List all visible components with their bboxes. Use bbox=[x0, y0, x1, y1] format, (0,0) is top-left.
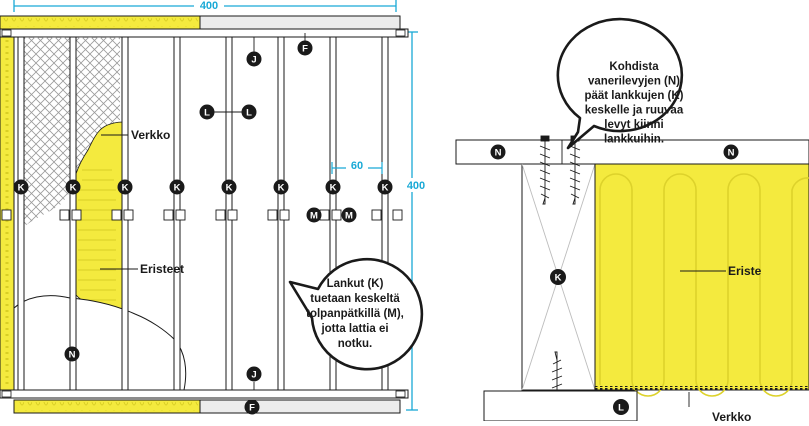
bottom-beam bbox=[0, 389, 409, 414]
blocking-piece bbox=[331, 209, 342, 221]
blocking-piece bbox=[1, 209, 12, 221]
marker-k-5: K bbox=[221, 179, 237, 195]
marker-k-label: K bbox=[122, 183, 129, 194]
svg-text:N: N bbox=[728, 148, 735, 159]
marker-k-6: K bbox=[273, 179, 289, 195]
marker-k-label: K bbox=[330, 183, 337, 194]
blocking-piece bbox=[392, 209, 403, 221]
blocking-piece bbox=[123, 209, 134, 221]
svg-text:L: L bbox=[246, 108, 252, 119]
label-eriste: Eriste bbox=[728, 264, 762, 278]
plan-bubble-line: Lankut (K) bbox=[327, 278, 384, 290]
marker-l-right: L bbox=[241, 104, 257, 120]
marker-k-7: K bbox=[325, 179, 341, 195]
top-dimension: 400 bbox=[13, 0, 397, 12]
marker-l-section: L bbox=[613, 399, 629, 415]
blocking-piece bbox=[371, 209, 382, 221]
mesh-dots bbox=[595, 386, 809, 390]
plan-bubble-line: tolpanpätkillä (M), bbox=[306, 308, 404, 320]
insulation-section bbox=[594, 163, 809, 391]
blocking-piece bbox=[163, 209, 174, 221]
marker-k-label: K bbox=[70, 183, 77, 194]
section-bubble-line: keskelle ja ruuvaa bbox=[585, 105, 684, 117]
marker-k-label: K bbox=[18, 183, 25, 194]
marker-m-left: M bbox=[306, 207, 322, 223]
blocking-piece bbox=[71, 209, 82, 221]
plan-bubble-line: notku. bbox=[338, 338, 373, 350]
section-bubble-line: levyt kiinni bbox=[604, 119, 663, 131]
svg-text:M: M bbox=[310, 211, 318, 222]
marker-l-left: L bbox=[199, 104, 215, 120]
blocking-piece bbox=[279, 209, 290, 221]
marker-m-right: M bbox=[341, 207, 357, 223]
marker-n-plan: N bbox=[64, 346, 80, 362]
marker-k-label: K bbox=[226, 183, 233, 194]
insulation-coils bbox=[78, 169, 116, 301]
marker-k-label: K bbox=[382, 183, 389, 194]
marker-k-3: K bbox=[117, 179, 133, 195]
joist-8 bbox=[381, 36, 389, 391]
svg-text:N: N bbox=[495, 148, 502, 159]
marker-k-2: K bbox=[65, 179, 81, 195]
dim-top-label: 400 bbox=[200, 0, 218, 12]
plywood-plank bbox=[455, 139, 809, 165]
marker-f-top: F bbox=[297, 40, 313, 56]
svg-text:L: L bbox=[204, 108, 210, 119]
spacing-label: 60 bbox=[351, 160, 363, 172]
dim-right-label: 400 bbox=[407, 180, 425, 192]
spacing-dimension: 60 bbox=[331, 159, 383, 174]
plywood-sheet bbox=[13, 295, 187, 391]
section-bubble-line: Kohdista bbox=[609, 61, 659, 73]
floor-plan: 400 400 bbox=[0, 0, 426, 415]
svg-text:L: L bbox=[618, 403, 624, 414]
top-beam bbox=[0, 15, 409, 38]
plan-bubble-line: tuetaan keskeltä bbox=[310, 293, 400, 305]
label-verkko-section: Verkko bbox=[712, 410, 751, 421]
marker-j-bottom: J bbox=[246, 366, 262, 382]
mesh-area bbox=[18, 37, 120, 232]
blocking-piece bbox=[227, 209, 238, 221]
plan-bubble-line: jotta lattia ei bbox=[320, 323, 388, 335]
label-eristeet: Eristeet bbox=[140, 262, 184, 276]
marker-k-4: K bbox=[169, 179, 185, 195]
svg-text:F: F bbox=[249, 403, 255, 414]
marker-k-label: K bbox=[278, 183, 285, 194]
marker-k-section: K bbox=[550, 269, 566, 285]
svg-text:J: J bbox=[251, 370, 256, 381]
blocking-piece bbox=[175, 209, 186, 221]
blocking-piece bbox=[267, 209, 278, 221]
svg-text:K: K bbox=[555, 273, 562, 284]
svg-text:N: N bbox=[69, 350, 76, 361]
cross-section: N N K Eriste bbox=[455, 17, 809, 424]
blocking-piece bbox=[111, 209, 122, 221]
svg-text:J: J bbox=[251, 55, 256, 66]
marker-f-bottom: F bbox=[244, 399, 260, 415]
blocking-piece bbox=[215, 209, 226, 221]
plan-bubble: Lankut (K) tuetaan keskeltä tolpanpätkillä… bbox=[288, 257, 424, 371]
label-verkko-plan: Verkko bbox=[131, 128, 170, 142]
section-bubble-line: päät lankkujen (K) bbox=[584, 90, 683, 102]
blocking-piece bbox=[59, 209, 70, 221]
svg-text:F: F bbox=[302, 44, 308, 55]
bottom-beam-section bbox=[483, 390, 638, 422]
marker-k-label: K bbox=[174, 183, 181, 194]
marker-k-8: K bbox=[377, 179, 393, 195]
marker-n-section-left: N bbox=[490, 144, 506, 160]
marker-k-1: K bbox=[13, 179, 29, 195]
marker-n-section-right: N bbox=[723, 144, 739, 160]
blocking-pieces bbox=[1, 209, 403, 221]
section-bubble-line: lankkuihin. bbox=[604, 134, 664, 146]
marker-j-top: J bbox=[246, 51, 262, 67]
section-bubble: Kohdista vanerilevyjen (N) päät lankkujen … bbox=[556, 17, 684, 150]
joist-1 bbox=[17, 36, 25, 391]
section-bubble-line: vanerilevyjen (N) bbox=[588, 76, 680, 88]
svg-text:M: M bbox=[345, 211, 353, 222]
